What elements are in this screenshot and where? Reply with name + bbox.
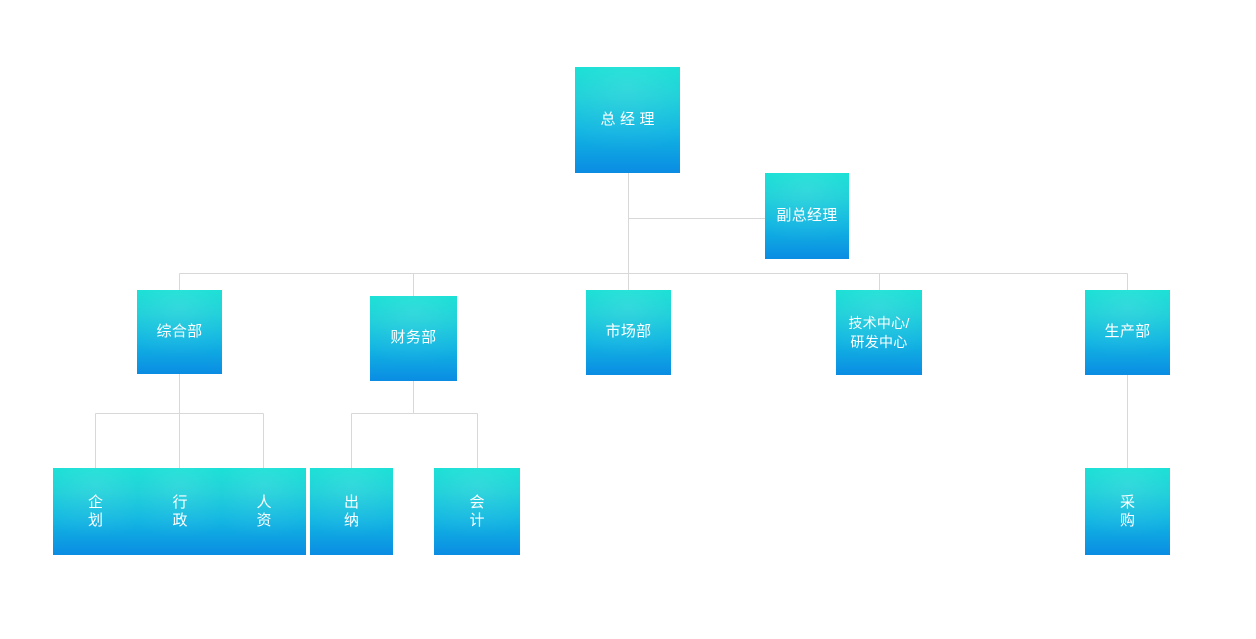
node-label: 企划 xyxy=(88,493,104,529)
node-human-resources-team[interactable]: 人资 xyxy=(222,468,306,555)
node-accounting-team[interactable]: 会计 xyxy=(434,468,520,555)
node-label: 副总经理 xyxy=(776,206,838,224)
node-label: 总经理 xyxy=(600,110,659,128)
node-label: 市场部 xyxy=(605,323,652,341)
node-label: 会计 xyxy=(469,493,485,529)
node-label: 财务部 xyxy=(390,329,437,347)
node-procurement-team[interactable]: 采购 xyxy=(1085,468,1170,555)
node-label: 技术中心/ 研发中心 xyxy=(848,315,910,350)
node-production-dept[interactable]: 生产部 xyxy=(1085,290,1170,375)
node-deputy-general-manager[interactable]: 副总经理 xyxy=(765,173,849,259)
node-cashier-team[interactable]: 出纳 xyxy=(310,468,393,555)
node-general-affairs-dept[interactable]: 综合部 xyxy=(137,290,222,374)
node-general-manager[interactable]: 总经理 xyxy=(575,67,680,173)
node-label: 生产部 xyxy=(1104,323,1151,341)
node-finance-dept[interactable]: 财务部 xyxy=(370,296,457,381)
node-marketing-dept[interactable]: 市场部 xyxy=(586,290,671,375)
node-label: 出纳 xyxy=(344,493,360,529)
node-administration-team[interactable]: 行政 xyxy=(138,468,222,555)
node-technology-rnd-center[interactable]: 技术中心/ 研发中心 xyxy=(836,290,922,375)
node-label: 行政 xyxy=(172,493,188,529)
node-label: 人资 xyxy=(256,493,272,529)
node-label: 采购 xyxy=(1120,493,1136,529)
node-planning-team[interactable]: 企划 xyxy=(53,468,138,555)
node-label: 综合部 xyxy=(156,322,203,340)
